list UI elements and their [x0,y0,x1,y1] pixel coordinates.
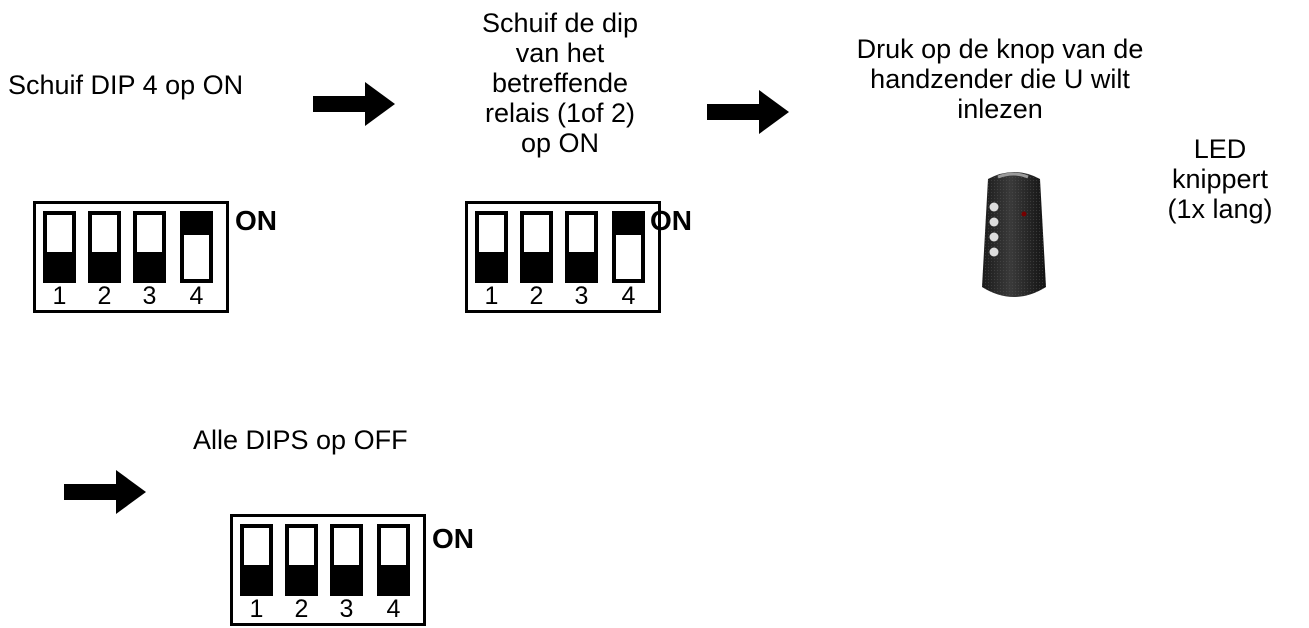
dip-switch-1[interactable] [475,211,508,283]
step3-line: Druk op de knop van de [856,34,1144,64]
dip-switch-3[interactable] [133,211,166,283]
dip-number: 1 [484,282,499,310]
dip-number: 1 [249,595,264,623]
step2-line: Schuif de dip [481,8,639,38]
dip-switch-1[interactable] [240,524,273,596]
dip-number: 1 [52,282,67,310]
dip-number: 3 [574,282,589,310]
on-label: ON [432,523,474,554]
step2-line: relais (1of 2) [484,98,636,128]
dip-switch-4[interactable] [180,211,213,283]
dip-number: 2 [294,595,309,623]
dip-number: 4 [621,282,636,310]
step2-line: op ON [520,128,600,158]
step2-line: van het [515,38,605,68]
step3-text: Druk op de knop van de handzender die U … [800,34,1200,124]
dip-switch-block-2: 1 2 3 4 [465,201,661,313]
led-line: LED [1193,134,1247,164]
step2-text: Schuif de dip van het betreffende relais… [430,8,690,158]
dip-switch-4[interactable] [377,524,410,596]
right-arrow-icon [707,90,789,134]
dip-switch-1[interactable] [43,211,76,283]
dip-switch-block-1: 1 2 3 4 [33,201,229,313]
led-text: LED knippert (1x lang) [1130,134,1309,224]
dip-number: 4 [386,595,401,623]
led-line: (1x lang) [1167,194,1273,224]
step4-text: Alle DIPS op OFF [193,425,408,455]
right-arrow-icon [313,82,395,126]
dip-switch-2[interactable] [285,524,318,596]
on-label: ON [235,205,277,236]
dip-switch-block-3: 1 2 3 4 [230,514,426,626]
dip-switch-4[interactable] [612,211,645,283]
dip-number: 4 [189,282,204,310]
step2-line: betreffende [491,68,629,98]
step3-line: inlezen [957,94,1043,124]
remote-control-icon [982,172,1046,297]
dip-switch-2[interactable] [88,211,121,283]
dip-number: 3 [339,595,354,623]
dip-switch-3[interactable] [330,524,363,596]
dip-switch-2[interactable] [520,211,553,283]
dip-number: 2 [97,282,112,310]
step1-text: Schuif DIP 4 op ON [8,70,244,100]
step3-line: handzender die U wilt [870,64,1130,94]
on-label: ON [650,205,692,236]
led-line: knippert [1171,164,1269,194]
right-arrow-icon [64,470,146,514]
dip-switch-3[interactable] [565,211,598,283]
dip-number: 3 [142,282,157,310]
dip-number: 2 [529,282,544,310]
